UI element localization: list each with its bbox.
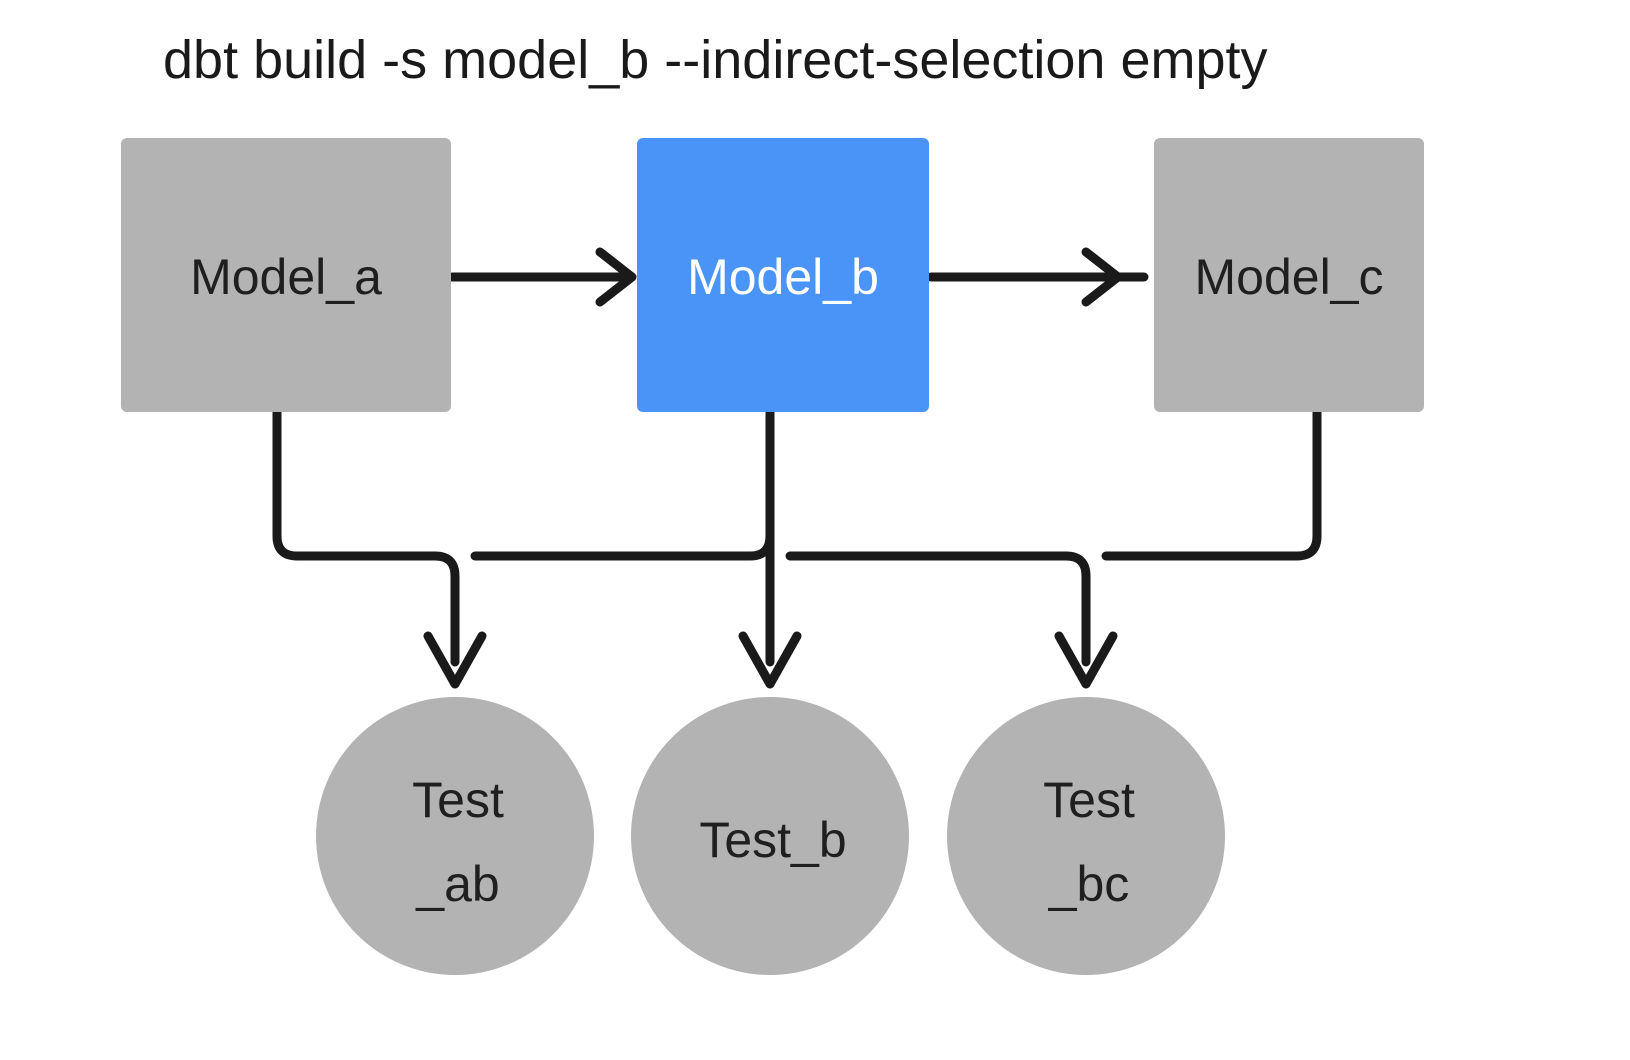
edge-model-a-to-model-b	[447, 247, 637, 307]
node-test-b[interactable]: Test_b	[631, 697, 909, 975]
edge-layer	[272, 247, 1322, 689]
node-model-a[interactable]: Model_a	[121, 138, 451, 412]
node-test-bc[interactable]: Test _bc	[947, 697, 1225, 975]
node-model-b-label: Model_b	[687, 249, 879, 305]
node-test-b-label: Test_b	[699, 812, 846, 868]
node-model-c[interactable]: Model_c	[1154, 138, 1424, 412]
test-node-layer: Test _ab Test_b Test _bc	[316, 697, 1225, 975]
edge-model-b-to-test-ab	[470, 407, 775, 561]
node-test-ab-label-line-2: _ab	[415, 856, 499, 912]
model-node-layer: Model_a Model_b Model_c	[121, 138, 1424, 412]
node-test-bc-label-line-1: Test	[1043, 772, 1135, 828]
node-test-ab[interactable]: Test _ab	[316, 697, 594, 975]
node-test-bc-shape[interactable]	[947, 697, 1225, 975]
node-test-b-shape[interactable]	[631, 697, 909, 975]
edge-model-b-to-test-b	[738, 407, 802, 689]
node-model-b[interactable]: Model_b	[637, 138, 929, 412]
node-test-ab-shape[interactable]	[316, 697, 594, 975]
edge-model-a-to-test-ab	[272, 407, 487, 689]
node-model-a-label: Model_a	[190, 249, 382, 305]
node-model-b-shape[interactable]	[637, 138, 929, 412]
edge-model-b-to-model-c	[926, 247, 1149, 307]
node-test-bc-label-line-2: _bc	[1048, 856, 1130, 912]
node-model-a-shape[interactable]	[121, 138, 451, 412]
page-title: dbt build -s model_b --indirect-selectio…	[163, 30, 1268, 90]
node-test-ab-label-line-1: Test	[412, 772, 504, 828]
node-model-c-shape[interactable]	[1154, 138, 1424, 412]
edge-model-b-to-test-bc	[785, 551, 1118, 689]
node-model-c-label: Model_c	[1195, 249, 1384, 305]
edge-model-c-to-test-bc	[1101, 407, 1322, 561]
